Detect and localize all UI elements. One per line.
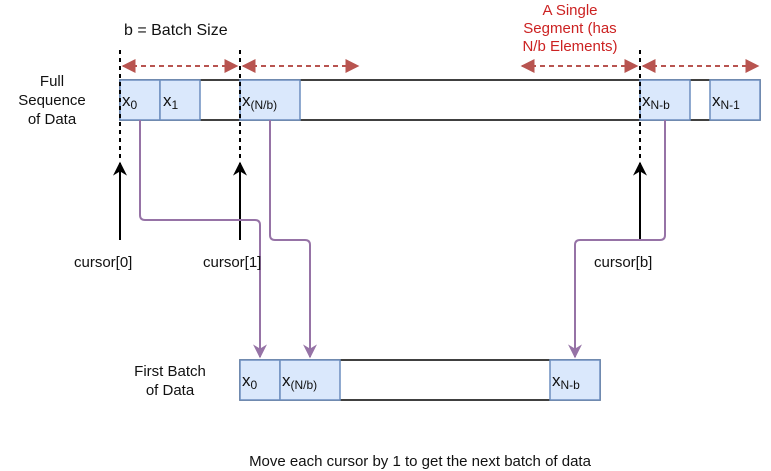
flow-xnb [269,120,317,359]
top-cell-xn-1-text: xN-1 [712,91,740,112]
bottom-cell-x0 [239,359,281,401]
cursor-0-label: cursor[0] [74,254,133,271]
caption: Move each cursor by 1 to get the next ba… [249,453,591,470]
segment-label-line2: Segment (has [523,20,617,37]
bottom-cell-xn-b-text: xN-b [552,371,580,392]
top-cell-x0-text: x0 [122,91,138,112]
top-cell-xnb-text: x(N/b) [242,91,278,112]
cursor-1-label: cursor[1] [203,254,262,271]
first-batch-label-line2: of Data [145,382,195,399]
segment-label-line1: A Single [542,2,598,19]
segment-label-line3: N/b Elements) [522,38,618,55]
flow-xn-b [568,120,666,359]
full-seq-label-line2: Sequence [18,92,86,109]
top-cell-x1-text: x1 [163,91,179,112]
bottom-cell-x0-text: x0 [242,371,258,392]
first-batch-label-line1: First Batch [134,363,206,380]
top-cell-xnb [239,79,301,121]
full-seq-label-line1: Full [39,73,65,90]
top-cell-xn-1 [709,79,761,121]
bottom-cell-xnb [279,359,341,401]
batch-size-label: b = Batch Size [124,22,228,39]
top-cell-x1 [159,79,201,121]
bottom-cell-xn-b [549,359,601,401]
bottom-cell-xnb-text: x(N/b) [282,371,318,392]
full-seq-label-line3: of Data [27,111,77,128]
cursor-b-label: cursor[b] [594,254,653,271]
top-cell-xn-b-text: xN-b [642,91,670,112]
flow-x0 [139,120,267,359]
